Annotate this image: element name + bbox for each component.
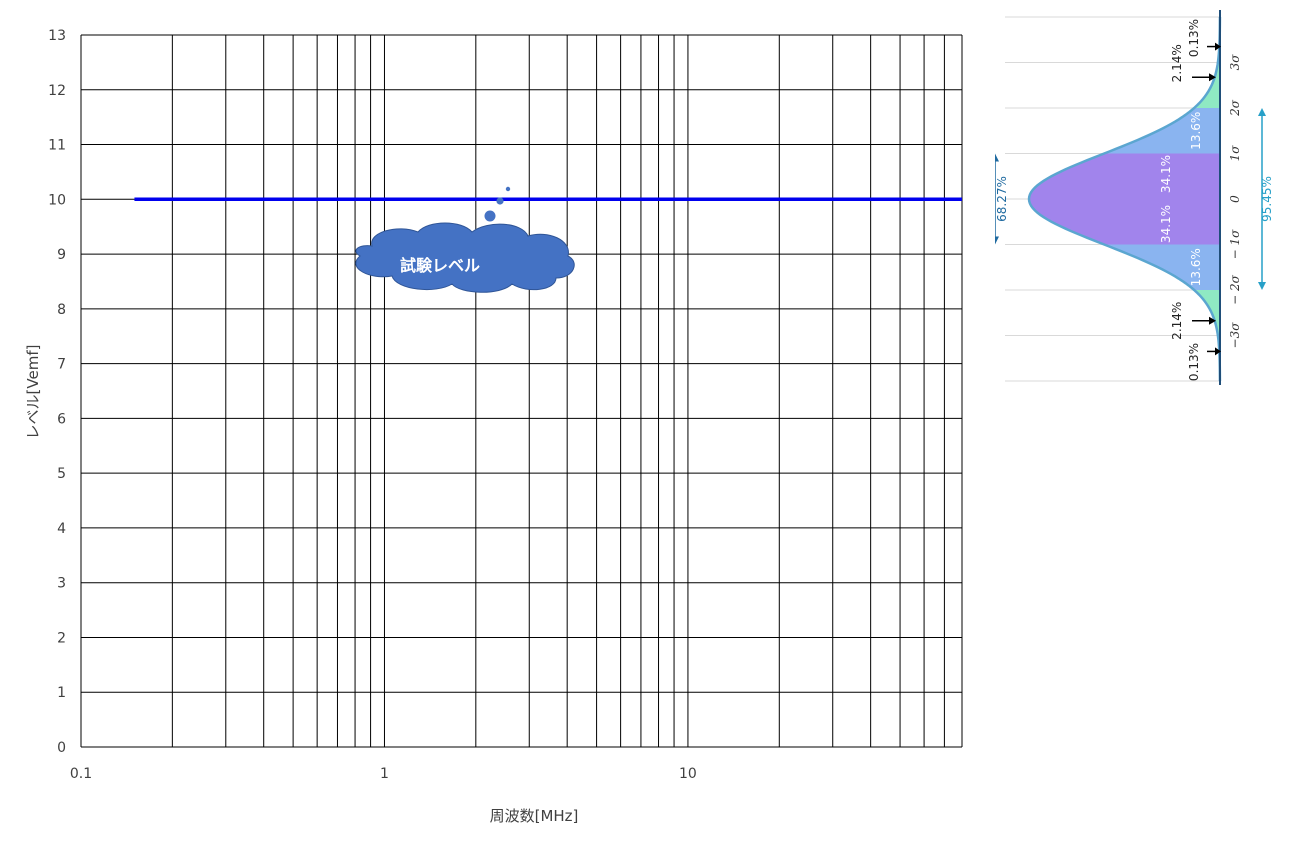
sigma-tick-label: 0 <box>1228 195 1242 203</box>
plot-area <box>81 35 962 747</box>
y-tick-label: 1 <box>57 685 66 701</box>
callout-dot-large <box>484 210 496 222</box>
segment-arrowhead <box>1209 316 1216 325</box>
distribution-segments <box>1029 62 1220 336</box>
tail-arrowhead <box>1215 42 1221 51</box>
tail-label: 0.13% <box>1187 19 1201 57</box>
y-tick-label: 3 <box>57 576 66 592</box>
y-tick-label: 4 <box>57 521 66 537</box>
normal-distribution-figure: 2.14%13.6%34.1%34.1%13.6%2.14%0.13%0.13%… <box>995 10 1274 385</box>
callout-dot-small <box>505 186 511 192</box>
y-tick-label: 9 <box>57 247 66 263</box>
x-axis-title: 周波数[MHz] <box>490 807 579 825</box>
test-level-callout: 試験レベル <box>355 186 575 293</box>
y-tick-label: 13 <box>48 28 66 44</box>
range-arrowhead <box>1258 282 1266 290</box>
tail-arrowhead <box>1215 347 1221 356</box>
sigma-tick-label: 3σ <box>1228 54 1242 71</box>
callout-dot-medium <box>496 197 504 205</box>
segment-label: 2.14% <box>1170 302 1184 340</box>
y-tick-label: 7 <box>57 357 66 373</box>
sigma-tick-label: − 2σ <box>1228 274 1242 305</box>
segment-fill <box>1194 290 1220 336</box>
x-tick-label: 0.1 <box>70 766 92 782</box>
y-tick-label: 8 <box>57 302 66 318</box>
segment-label: 34.1% <box>1159 155 1173 193</box>
range-arrowhead <box>1258 108 1266 116</box>
distribution-labels: 2.14%13.6%34.1%34.1%13.6%2.14%0.13%0.13%… <box>995 19 1274 381</box>
y-tick-label: 0 <box>57 740 66 756</box>
y-axis-title: レベル[Vemf] <box>24 345 42 440</box>
callout-text: 試験レベル <box>400 256 480 275</box>
sigma-tick-label: −3σ <box>1228 322 1242 349</box>
segment-fill <box>1029 153 1220 199</box>
y-tick-label: 12 <box>48 83 66 99</box>
y-tick-label: 6 <box>57 411 66 427</box>
x-tick-label: 1 <box>380 766 389 782</box>
segment-fill <box>1029 199 1220 245</box>
segment-arrowhead <box>1209 73 1216 82</box>
segment-fill <box>1194 62 1220 108</box>
range-arrowhead <box>995 236 999 245</box>
range-label: 68.27% <box>995 176 1009 222</box>
range-arrowhead <box>995 153 999 162</box>
segment-label: 13.6% <box>1189 248 1203 286</box>
sigma-tick-label: 2σ <box>1228 99 1242 117</box>
sigma-tick-label: − 1σ <box>1228 229 1242 260</box>
callout-cloud <box>355 222 575 293</box>
segment-label: 2.14% <box>1170 44 1184 82</box>
y-tick-label: 10 <box>48 192 66 208</box>
grid <box>80 34 963 748</box>
y-tick-label: 5 <box>57 466 66 482</box>
x-tick-label: 10 <box>679 766 697 782</box>
sigma-tick-label: 1σ <box>1228 145 1242 162</box>
range-label: 95.45% <box>1260 176 1274 222</box>
segment-label: 13.6% <box>1189 112 1203 150</box>
y-tick-label: 2 <box>57 630 66 646</box>
segment-label: 34.1% <box>1159 205 1173 243</box>
y-tick-label: 11 <box>48 138 66 154</box>
tail-label: 0.13% <box>1187 343 1201 381</box>
